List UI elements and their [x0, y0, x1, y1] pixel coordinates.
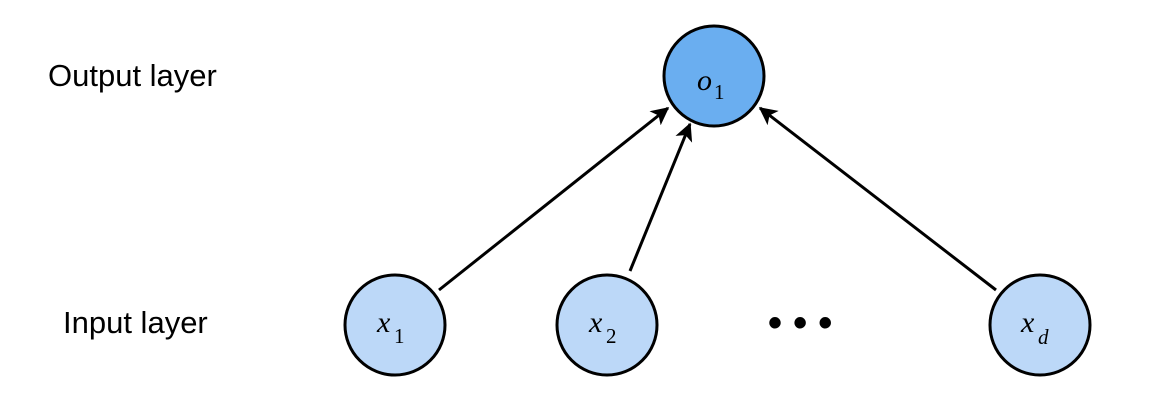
- input-node-subscript: d: [1038, 325, 1049, 349]
- input-node-var: x: [1020, 306, 1035, 339]
- input-node-x1: x 1: [343, 273, 447, 377]
- input-node-subscript: 2: [606, 324, 617, 348]
- output-layer-label: Output layer: [48, 58, 217, 93]
- edge-x2-to-o1: [628, 122, 693, 272]
- output-node-o1: o 1: [662, 24, 766, 128]
- input-node-var: x: [588, 306, 603, 339]
- input-node-circle: [555, 273, 659, 377]
- edge-xd-to-o1: [758, 106, 997, 292]
- input-node-circle: [343, 273, 447, 377]
- output-node-var: o: [697, 64, 712, 97]
- output-node-subscript: 1: [714, 80, 725, 104]
- input-node-circle: [988, 273, 1092, 377]
- ellipsis-dots: • • •: [768, 301, 832, 345]
- input-node-xd: x d: [988, 273, 1092, 377]
- input-layer-label: Input layer: [63, 305, 208, 340]
- input-node-subscript: 1: [394, 324, 405, 348]
- edge-x1-to-o1: [438, 106, 670, 292]
- input-node-x2: x 2: [555, 273, 659, 377]
- output-node-circle: [662, 24, 766, 128]
- input-node-var: x: [376, 306, 391, 339]
